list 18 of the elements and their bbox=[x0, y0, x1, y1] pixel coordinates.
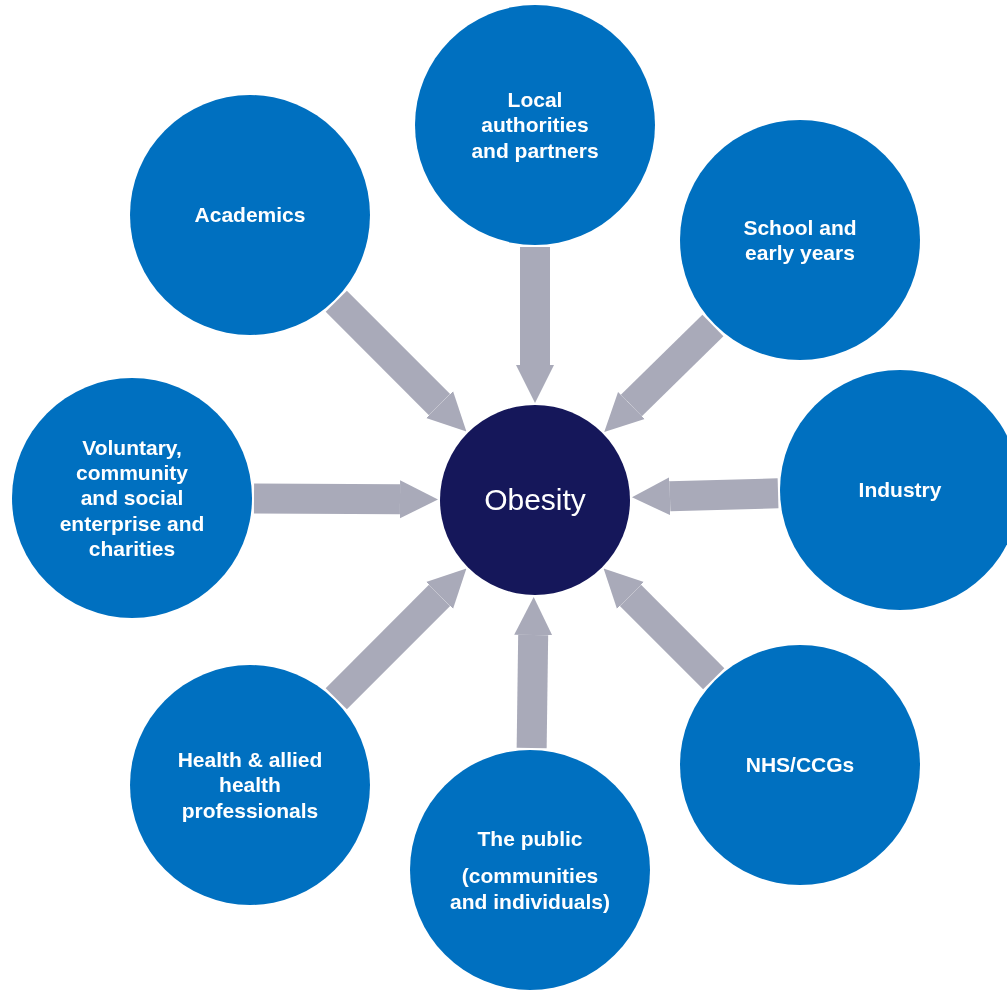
block-arrow bbox=[325, 290, 467, 432]
circle-label: Voluntary, community and social enterprise and charities bbox=[58, 435, 206, 561]
circle-label: Academics bbox=[193, 202, 307, 228]
block-arrow bbox=[631, 477, 779, 516]
circle-label: Industry bbox=[857, 477, 943, 503]
block-arrow bbox=[514, 597, 553, 749]
block-arrow bbox=[603, 568, 725, 690]
block-arrow bbox=[604, 314, 724, 433]
center-label: Obesity bbox=[483, 482, 587, 518]
circle-label: (communities and individuals) bbox=[449, 863, 611, 914]
circle-label: Local authorities and partners bbox=[470, 87, 600, 163]
block-arrow bbox=[253, 480, 438, 519]
block-arrow bbox=[325, 568, 467, 710]
block-arrow bbox=[516, 247, 554, 403]
circle-label: The public bbox=[476, 826, 584, 852]
circle-label: School and early years bbox=[742, 214, 858, 266]
circle-label: NHS/CCGs bbox=[744, 752, 856, 778]
circle-label: Health & allied health professionals bbox=[176, 747, 324, 823]
